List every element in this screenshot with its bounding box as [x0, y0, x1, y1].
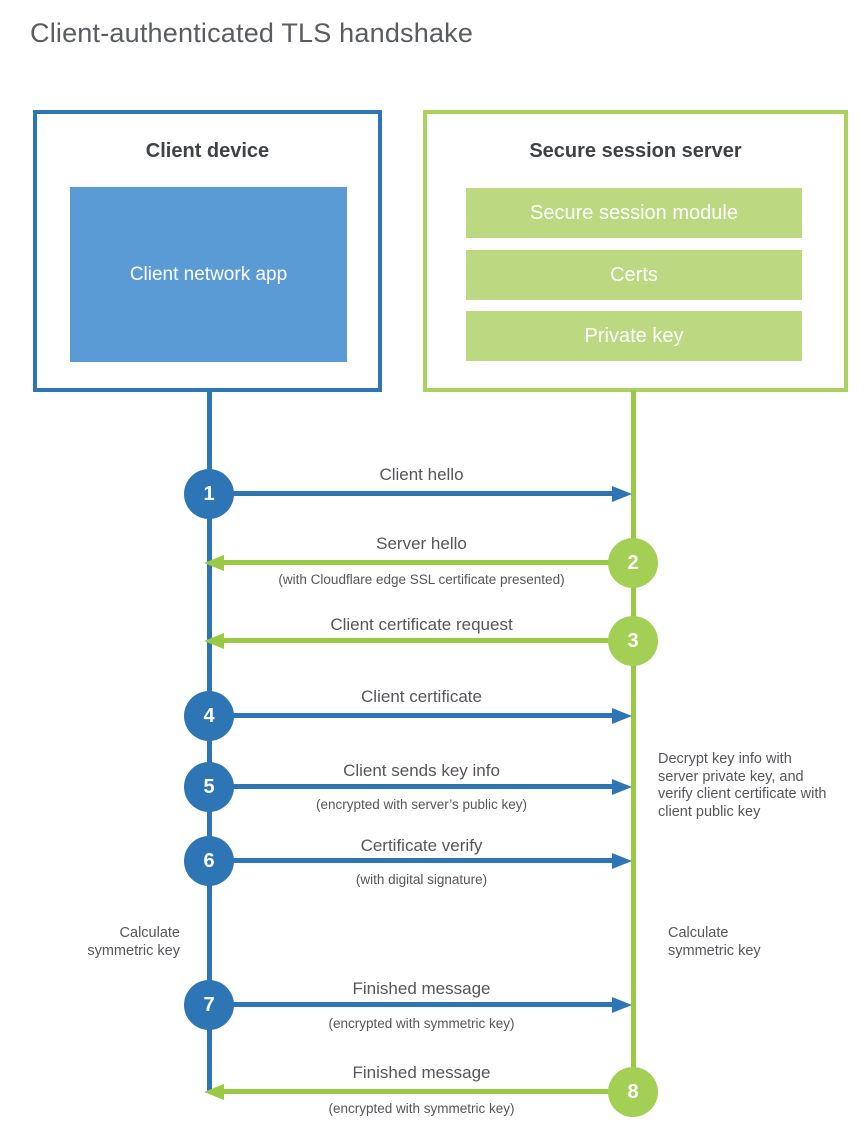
step-2-circle: 2 — [608, 538, 658, 588]
step-5-arrow-line — [209, 784, 613, 789]
page-title: Client-authenticated TLS handshake — [30, 18, 474, 48]
decrypt-key-note: Decrypt key info with server private key… — [658, 751, 827, 820]
step-8-circle: 8 — [608, 1067, 658, 1117]
step-6-sublabel: (with digital signature) — [355, 872, 488, 887]
step-3-label: Client certificate request — [330, 615, 513, 634]
step-5-arrowhead-right-icon — [612, 779, 632, 795]
step-8-arrow-line — [224, 1089, 633, 1094]
client-device-box: Client device Client network app — [33, 110, 382, 392]
step-3-arrow-line — [224, 638, 633, 643]
step-4-label: Client certificate — [361, 687, 482, 706]
step-6-label: Certificate verify — [360, 836, 483, 855]
step-5-sublabel: (encrypted with server’s public key) — [315, 797, 528, 812]
step-2-label: Server hello — [376, 534, 467, 553]
step-1-label: Client hello — [379, 465, 464, 484]
client-device-title: Client device — [145, 140, 270, 162]
secure-session-server-box: Secure session server Secure session mod… — [423, 110, 848, 392]
step-7-arrow-line — [209, 1002, 613, 1007]
calculate-symmetric-key-note-server: Calculate symmetric key — [668, 925, 761, 959]
secure-session-module-bar: Secure session module — [466, 188, 802, 238]
step-2-arrowhead-left-icon — [204, 555, 224, 571]
step-7-sublabel: (encrypted with symmetric key) — [328, 1016, 515, 1031]
client-lifeline — [207, 390, 212, 1093]
step-8-arrowhead-left-icon — [204, 1084, 224, 1100]
server-lifeline — [631, 390, 636, 1093]
step-7-arrowhead-right-icon — [612, 997, 632, 1013]
private-key-bar: Private key — [466, 311, 802, 361]
step-4-arrowhead-right-icon — [612, 708, 632, 724]
step-8-label: Finished message — [352, 1063, 491, 1082]
step-8-sublabel: (encrypted with symmetric key) — [328, 1101, 515, 1116]
step-2-sublabel: (with Cloudflare edge SSL certificate pr… — [278, 572, 565, 587]
step-3-circle: 3 — [608, 616, 658, 666]
step-6-arrowhead-right-icon — [612, 853, 632, 869]
step-1-circle: 1 — [184, 469, 234, 519]
client-network-app-label: Client network app — [129, 263, 288, 285]
step-4-circle: 4 — [184, 691, 234, 741]
step-7-label: Finished message — [352, 979, 491, 998]
certs-bar: Certs — [466, 250, 802, 300]
step-6-arrow-line — [209, 858, 613, 863]
calculate-symmetric-key-note-client: Calculate symmetric key — [87, 925, 180, 959]
server-title: Secure session server — [529, 140, 742, 162]
step-5-circle: 5 — [184, 762, 234, 812]
step-1-arrowhead-right-icon — [612, 486, 632, 502]
step-7-circle: 7 — [184, 980, 234, 1030]
step-4-arrow-line — [209, 713, 613, 718]
client-network-app-box: Client network app — [70, 187, 347, 362]
step-1-arrow-line — [209, 491, 613, 496]
step-3-arrowhead-left-icon — [204, 633, 224, 649]
step-6-circle: 6 — [184, 836, 234, 886]
step-2-arrow-line — [224, 560, 633, 565]
step-5-label: Client sends key info — [343, 761, 500, 780]
